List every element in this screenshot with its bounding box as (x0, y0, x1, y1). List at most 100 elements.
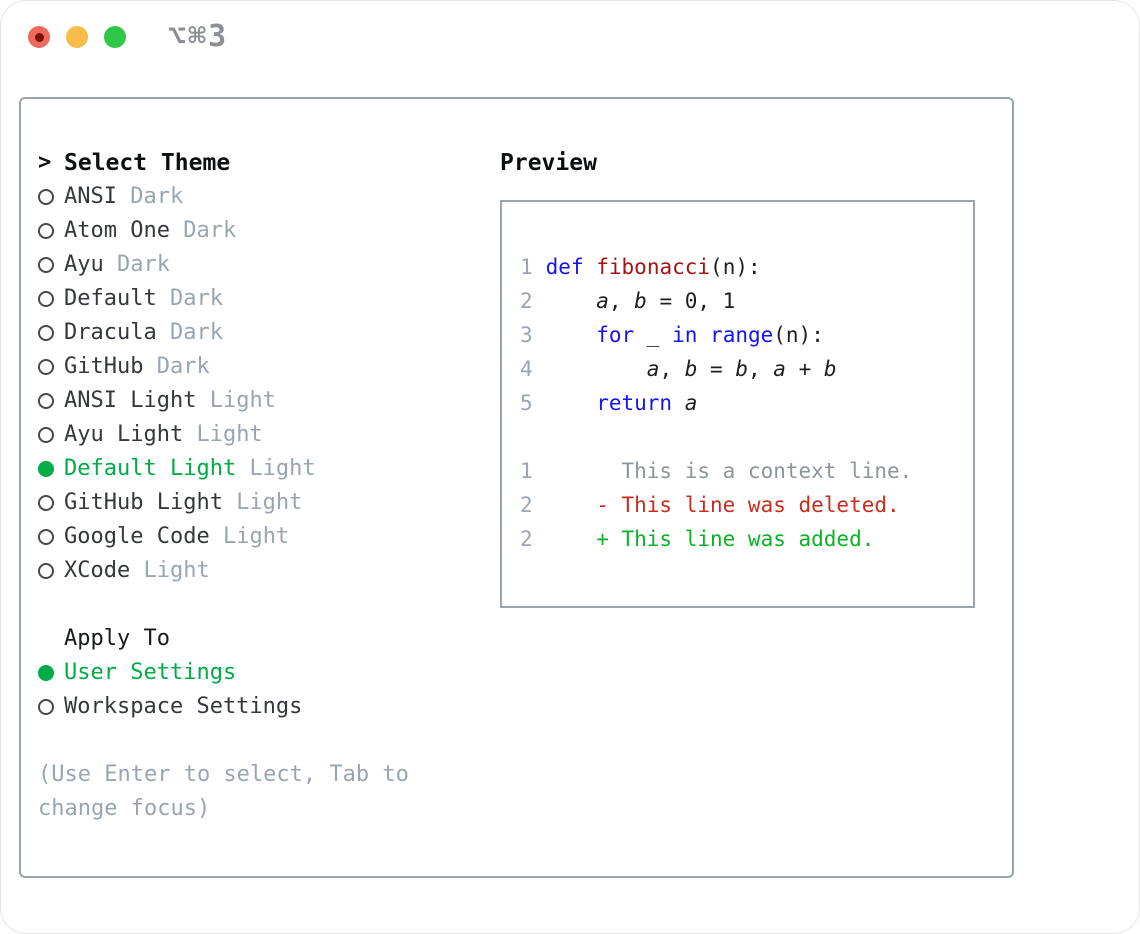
theme-option[interactable]: Ayu Light Light (38, 418, 488, 452)
code-token-p (584, 250, 597, 284)
prompt-icon: > (38, 150, 52, 175)
code-token-del: - This line was deleted. (596, 493, 900, 517)
code-token-var: a (684, 391, 698, 415)
traffic-light-minimize-button[interactable] (66, 26, 88, 48)
theme-variant: Dark (116, 252, 170, 277)
radio-marker (38, 461, 64, 477)
line-number: 4 (520, 357, 533, 381)
preview-header: Preview (500, 150, 597, 176)
traffic-light-zoom-button[interactable] (104, 26, 126, 48)
traffic-light-inner-dot (34, 32, 44, 42)
radio-unselected-icon (38, 189, 54, 205)
code-token-p: _ (634, 323, 673, 347)
apply-to-header: Apply To (64, 626, 170, 651)
radio-unselected-icon (38, 257, 54, 273)
theme-option[interactable]: GitHub Light Light (38, 486, 488, 520)
code-token-var: b (823, 357, 837, 381)
theme-variant: Light (196, 422, 263, 447)
theme-variant: Dark (183, 218, 237, 243)
theme-variant: Light (236, 490, 303, 515)
theme-option[interactable]: Atom One Dark (38, 214, 488, 248)
code-token-p: , (659, 357, 685, 381)
window-title-shortcut: ⌥⌘3 (168, 19, 229, 54)
radio-unselected-icon (38, 393, 54, 409)
code-token-p (697, 318, 710, 352)
line-number: 1 (520, 255, 533, 279)
radio-unselected-icon (38, 291, 54, 307)
theme-option[interactable]: ANSI Light Light (38, 384, 488, 418)
code-token-kw: def (545, 255, 584, 279)
code-token-var: b (735, 357, 748, 381)
code-line: 1 This is a context line. (520, 454, 973, 488)
code-token-kw: in (672, 323, 698, 347)
apply-to-header-row: Apply To (38, 622, 488, 656)
apply-to-option[interactable]: Workspace Settings (38, 690, 488, 724)
theme-variant: Light (222, 524, 290, 549)
code-line: 2 a, b = 0, 1 (520, 284, 973, 318)
traffic-light-close-button[interactable] (28, 26, 50, 48)
theme-variant: Dark (156, 354, 210, 379)
line-number: 3 (520, 323, 533, 347)
radio-unselected-icon (38, 427, 54, 443)
code-token-p (533, 250, 546, 284)
hint-line-2: change focus) (38, 796, 211, 821)
select-theme-header-row: > Select Theme (38, 146, 488, 180)
radio-selected-icon (38, 665, 54, 681)
theme-option[interactable]: Default Dark (38, 282, 488, 316)
code-token-add: + This line was added. (596, 527, 875, 551)
code-line: 4 a, b = b, a + b (520, 352, 973, 386)
code-token-p: + (785, 357, 824, 381)
code-token-p (533, 386, 596, 420)
apply-to-option[interactable]: User Settings (38, 656, 488, 690)
radio-marker (38, 495, 64, 511)
theme-name: Dracula (64, 320, 170, 345)
theme-variant: Dark (130, 184, 184, 209)
radio-marker (38, 529, 64, 545)
code-line: 3 for _ in range(n): (520, 318, 973, 352)
code-token-p: , (608, 289, 635, 313)
code-token-p: = (697, 357, 736, 381)
radio-unselected-icon (38, 699, 54, 715)
theme-option[interactable]: ANSI Dark (38, 180, 488, 214)
traffic-lights (28, 26, 126, 48)
spacer (38, 724, 488, 758)
radio-marker (38, 291, 64, 307)
code-line: 5 return a (520, 386, 973, 420)
radio-marker (38, 699, 64, 715)
theme-name: Ayu (64, 252, 117, 277)
line-number: 2 (520, 493, 533, 517)
code-line: 1 def fibonacci(n): (520, 250, 973, 284)
line-number: 1 (520, 459, 533, 483)
radio-unselected-icon (38, 495, 54, 511)
theme-option[interactable]: XCode Light (38, 554, 488, 588)
theme-option[interactable]: Ayu Dark (38, 248, 488, 282)
radio-marker (38, 359, 64, 375)
code-token-p (672, 386, 685, 420)
theme-option[interactable]: GitHub Dark (38, 350, 488, 384)
radio-marker (38, 427, 64, 443)
theme-name: Atom One (64, 218, 184, 243)
code-token-p (533, 522, 596, 556)
preview-column: Preview 1 def fibonacci(n):2 a, b = 0, 1… (500, 146, 990, 608)
radio-unselected-icon (38, 529, 54, 545)
code-line: 2 - This line was deleted. (520, 488, 973, 522)
theme-option[interactable]: Google Code Light (38, 520, 488, 554)
code-token-var: a (773, 357, 786, 381)
theme-option[interactable]: Default Light Light (38, 452, 488, 486)
radio-unselected-icon (38, 325, 54, 341)
code-line: 2 + This line was added. (520, 522, 973, 556)
theme-name: GitHub (64, 354, 157, 379)
code-token-var: b (684, 357, 698, 381)
radio-marker (38, 665, 64, 681)
theme-option[interactable]: Dracula Dark (38, 316, 488, 350)
code-token-p (533, 488, 596, 522)
line-number: 2 (520, 527, 533, 551)
code-token-var: b (634, 289, 647, 313)
code-token-var: a (646, 357, 660, 381)
spacer (38, 588, 488, 622)
theme-variant: Light (143, 558, 210, 583)
